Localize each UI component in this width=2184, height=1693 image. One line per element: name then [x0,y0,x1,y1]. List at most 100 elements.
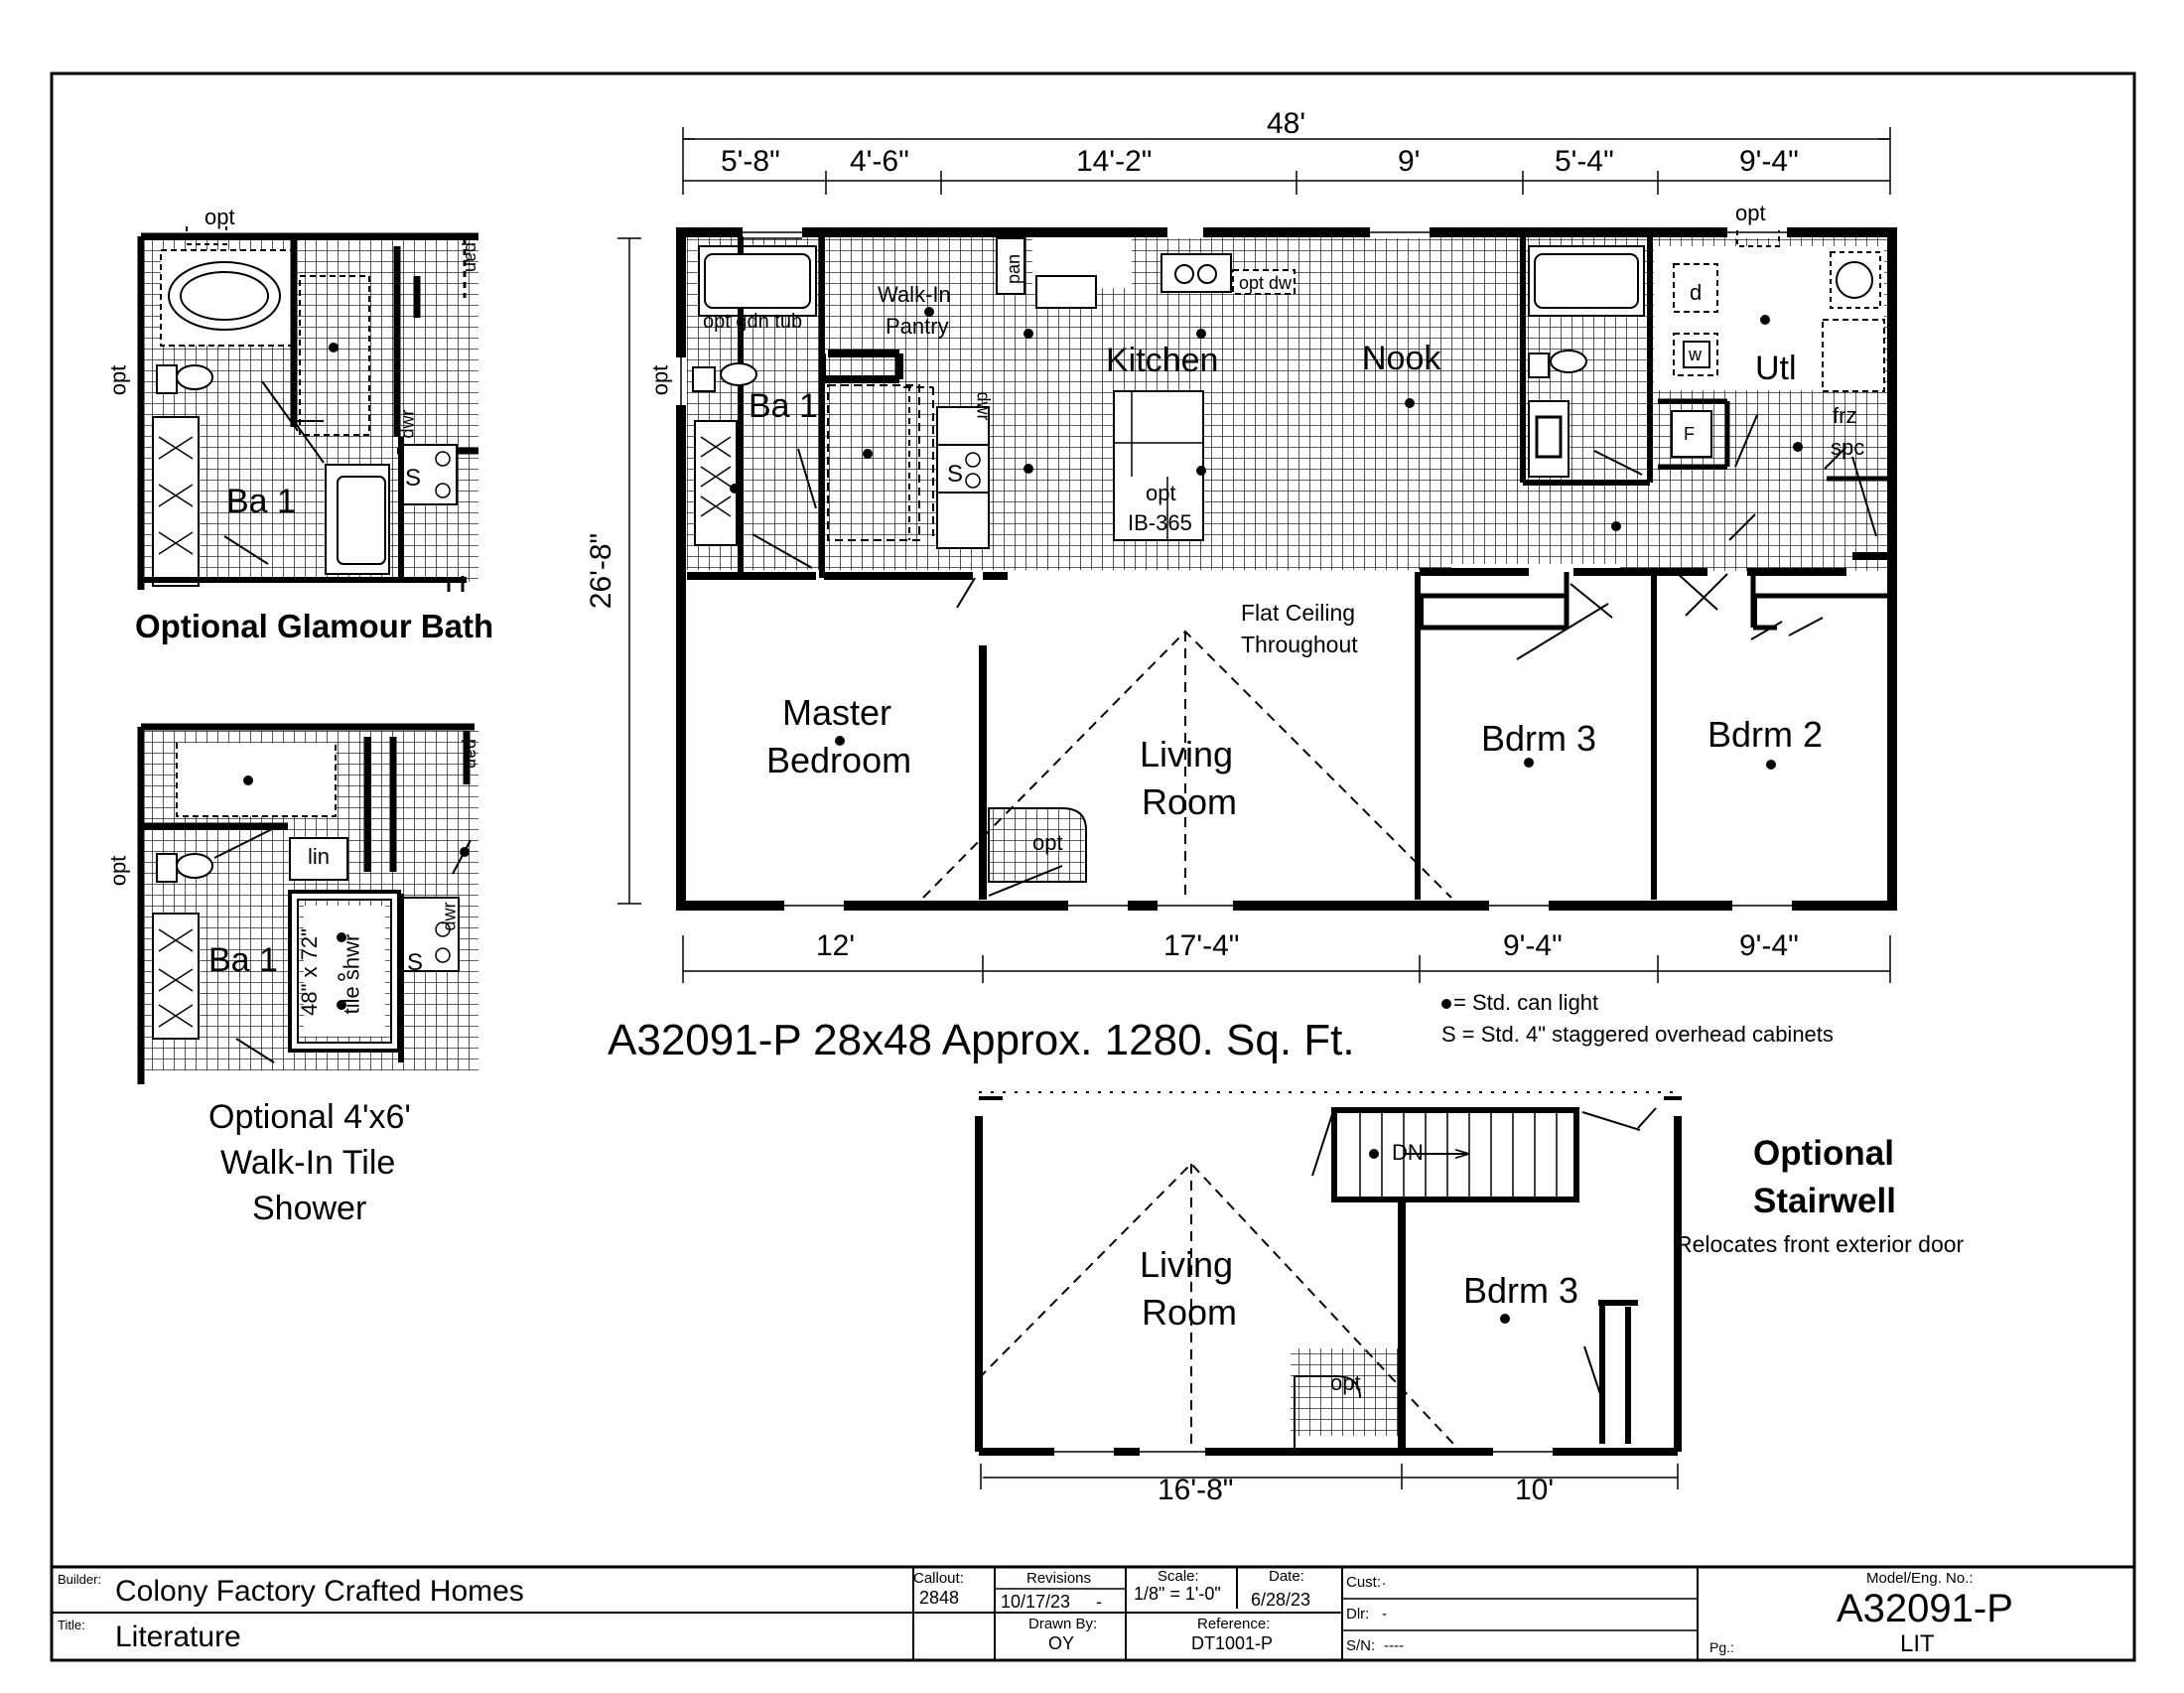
builder-value: Colony Factory Crafted Homes [115,1575,524,1608]
shower-caption-1: Optional 4'x6' [208,1098,411,1136]
date-value: 6/28/23 [1251,1590,1311,1610]
ba1-label: Ba 1 [749,387,818,425]
master-label-2: Bedroom [766,740,912,780]
bottom-dim-4: 9'-4" [1739,929,1799,962]
bottom-dim-3: 9'-4" [1503,929,1563,962]
model-title: A32091-P 28x48 Approx. 1280. Sq. Ft. [608,1016,1355,1064]
stair-bdrm3: Bdrm 3 [1463,1270,1579,1311]
stair-dim-2: 10' [1515,1474,1555,1506]
glamour-pan: pan [462,241,482,273]
opt-island-label-2: IB-365 [1128,510,1192,535]
stair-caption-1: Optional [1753,1134,1894,1173]
pg-value: LIT [1900,1630,1935,1657]
revisions-value: 10/17/23 [1001,1592,1071,1612]
scale-value: 1/8" = 1'-0" [1134,1584,1221,1604]
shower-room: Ba 1 [208,941,278,979]
overall-width-dim: 48' [1267,107,1306,140]
revisions-dash: - [1096,1592,1102,1612]
shower-size-1: 48" x 72" [296,928,322,1016]
sn-value: ---- [1384,1637,1404,1654]
master-label-1: Master [782,692,892,733]
date-label: Date: [1269,1568,1304,1585]
glamour-opt-side: opt [105,364,131,396]
living-label-2: Room [1142,781,1238,822]
furnace-label: F [1684,424,1695,444]
bottom-dim-1: 12' [816,929,856,962]
stair-living-2: Room [1142,1292,1238,1333]
model-value: A32091-P [1837,1587,2013,1630]
bottom-dim-2: 17'-4" [1163,929,1240,962]
title-label: Title: [58,1618,85,1632]
stairwell-plan [975,1091,1682,1489]
glamour-dwr: dwr [397,409,418,439]
shower-dwr: dwr [439,902,460,931]
cust-label: Cust: [1346,1574,1382,1591]
top-dim-6: 9'-4" [1739,145,1799,178]
top-dim-1: 5'-8" [721,145,780,178]
glamour-bath-plan [137,226,478,592]
main-s-label: S [947,461,964,488]
opt-gdn-tub-label: opt gdn tub [703,311,803,333]
bdrm3-label: Bdrm 3 [1481,718,1597,759]
living-label-1: Living [1140,734,1234,775]
utl-label: Utl [1755,350,1797,387]
drawn-by-value: OY [1048,1633,1075,1653]
can-light-dot-icon [1441,999,1451,1010]
top-dim-5: 5'-4" [1555,145,1614,178]
dryer-label: d [1690,280,1703,305]
shower-caption-3: Shower [252,1190,367,1227]
legend-can-light: = Std. can light [1441,992,1598,1014]
glamour-room: Ba 1 [226,483,296,520]
side-dim: 26'-8" [585,532,618,610]
opt-island-label-1: opt [1146,481,1176,505]
shower-opt-side: opt [105,855,131,887]
washer-label: w [1689,345,1702,364]
revisions-label: Revisions [1026,1570,1092,1587]
kitchen-label: Kitchen [1106,342,1219,379]
nook-label: Nook [1362,340,1441,377]
shower-s: S [407,949,424,976]
opt-top-label: opt [1735,201,1766,225]
top-dim-2: 4'-6" [850,145,909,178]
stair-dn: DN [1392,1140,1424,1165]
opt-left-label: opt [647,364,673,396]
drawn-by-label: Drawn By: [1028,1616,1098,1632]
pg-label: Pg.: [1709,1639,1734,1655]
ceiling-note-2: Throughout [1241,632,1358,657]
main-floor-plan [617,127,1897,983]
stair-dim-1: 16'-8" [1158,1474,1234,1506]
callout-value: 2848 [919,1588,960,1608]
reference-value: DT1001-P [1191,1633,1274,1653]
main-dwr-label: dwr [973,391,994,421]
dlr-label: Dlr: [1346,1606,1370,1622]
tile-shower-plan [137,723,478,1084]
kitchen-pan-label: pan [1004,253,1024,285]
stair-living-1: Living [1140,1244,1234,1285]
scale-label: Scale: [1158,1568,1199,1585]
sheet-border [50,71,2136,1662]
ceiling-note-1: Flat Ceiling [1241,600,1356,626]
opt-dw-label: opt dw [1239,273,1293,293]
shower-caption-2: Walk-In Tile [220,1144,396,1182]
stair-opt: opt [1330,1370,1361,1395]
builder-label: Builder: [58,1572,102,1587]
frz-label: frz [1833,403,1857,428]
stair-caption-2: Stairwell [1753,1182,1896,1220]
model-label: Model/Eng. No.: [1866,1570,1974,1587]
cust-value: . [1382,1572,1387,1589]
reference-label: Reference: [1197,1616,1271,1632]
glamour-s: S [405,465,422,492]
legend-can-light-text: = Std. can light [1453,990,1599,1015]
glamour-caption: Optional Glamour Bath [135,608,494,644]
stair-caption-note: Relocates front exterior door [1676,1231,1965,1257]
title-value: Literature [115,1621,241,1653]
top-dim-4: 9' [1398,145,1421,178]
callout-label: Callout: [913,1570,964,1587]
shower-size-2: tile shwr [339,933,364,1015]
shower-pan: pan [462,738,482,770]
dlr-value: - [1382,1606,1387,1622]
walkin-pantry-label-1: Walk-In [878,282,951,307]
walkin-pantry-label-2: Pantry [886,314,949,339]
spc-label: spc [1831,435,1865,460]
